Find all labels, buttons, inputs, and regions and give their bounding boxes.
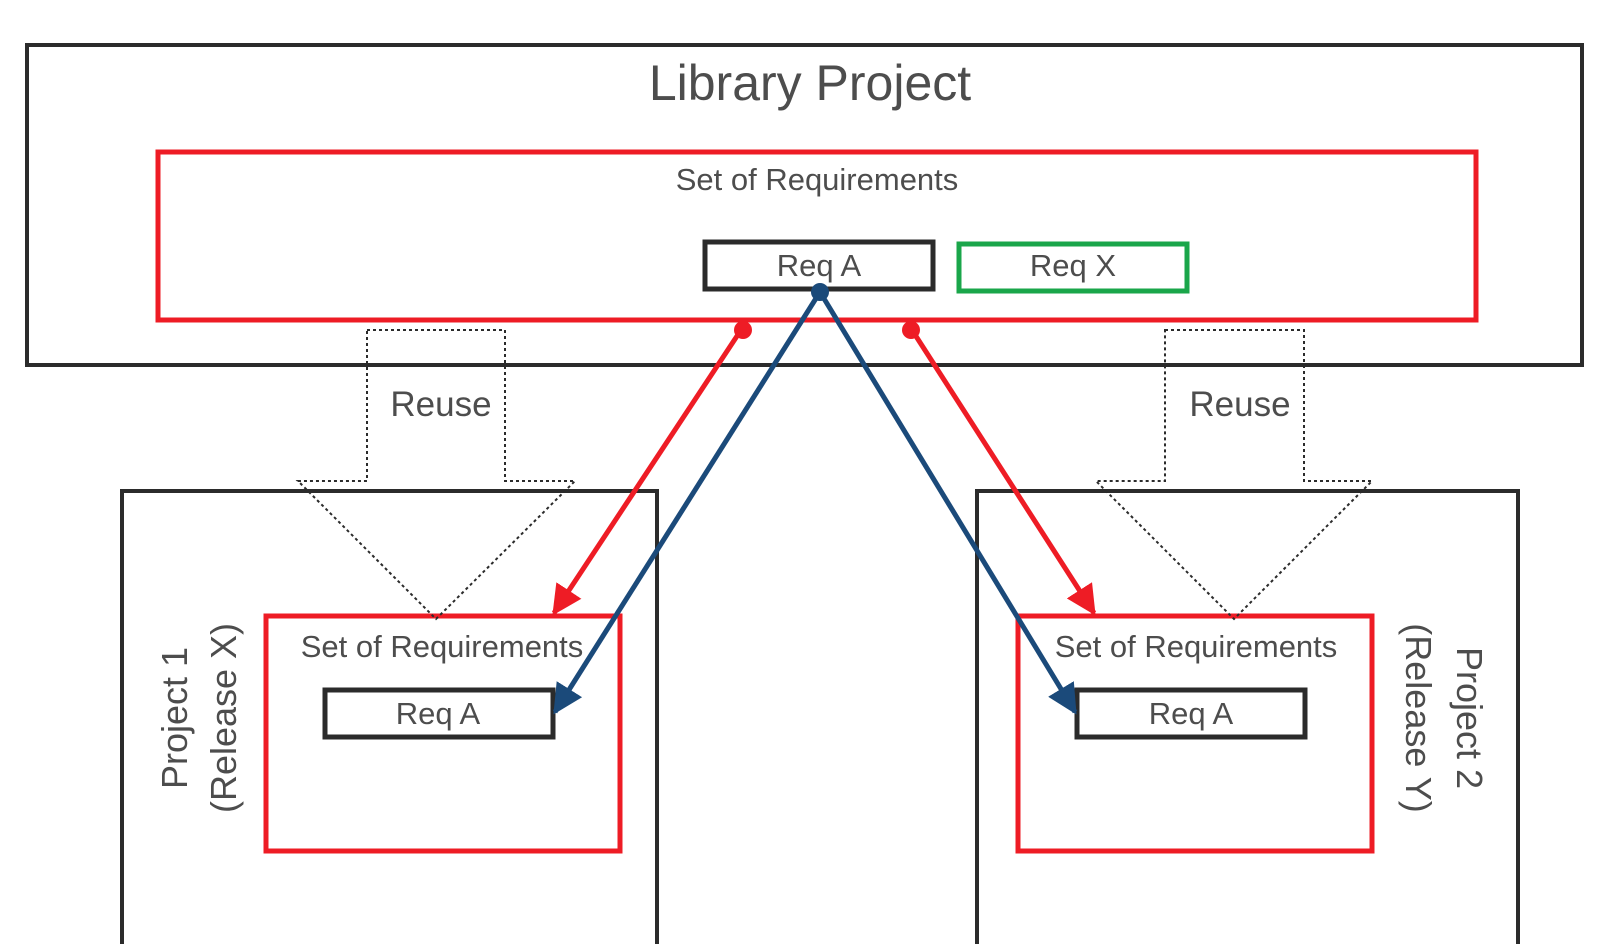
library-req-a-box[interactable] <box>702 239 936 292</box>
library-requirements-set-label: Set of Requirements <box>676 162 959 197</box>
project1-name: Project 1 <box>154 647 195 789</box>
blue-trace-to-project2-req-a <box>817 290 1078 715</box>
project1-frame <box>120 489 659 944</box>
reuse-arrow-left <box>295 329 578 621</box>
blue-trace-to-project1-req-a <box>552 290 823 715</box>
project2-req-a-label: Req A <box>1149 696 1234 731</box>
project1-req-a-label: Req A <box>396 696 481 731</box>
project1-requirements-set <box>263 613 623 854</box>
project1-release: (Release X) <box>203 623 244 813</box>
project1-requirements-set-label: Set of Requirements <box>301 629 584 664</box>
library-req-a-label: Req A <box>777 248 862 283</box>
red-trace-origin-left <box>734 321 752 339</box>
reuse-label-right: Reuse <box>1189 385 1290 424</box>
library-project-title: Library Project <box>649 55 971 111</box>
red-trace-to-project2 <box>909 328 1097 616</box>
library-req-x-label: Req X <box>1030 248 1116 283</box>
blue-trace-origin <box>811 283 829 301</box>
reuse-label-left: Reuse <box>390 385 491 424</box>
red-trace-origin-right <box>902 321 920 339</box>
library-project-frame <box>25 43 1584 367</box>
library-requirements-set <box>155 149 1479 323</box>
project2-req-a-box[interactable] <box>1074 687 1308 740</box>
reuse-arrow-right <box>1093 329 1375 621</box>
project2-frame <box>975 489 1520 944</box>
red-trace-to-project1 <box>551 328 744 616</box>
project2-name: Project 2 <box>1449 647 1490 789</box>
project2-requirements-set <box>1015 613 1375 854</box>
project1-req-a-box[interactable] <box>322 687 556 740</box>
project2-release: (Release Y) <box>1398 623 1439 812</box>
project2-requirements-set-label: Set of Requirements <box>1055 629 1338 664</box>
library-req-x-box[interactable] <box>956 241 1190 294</box>
